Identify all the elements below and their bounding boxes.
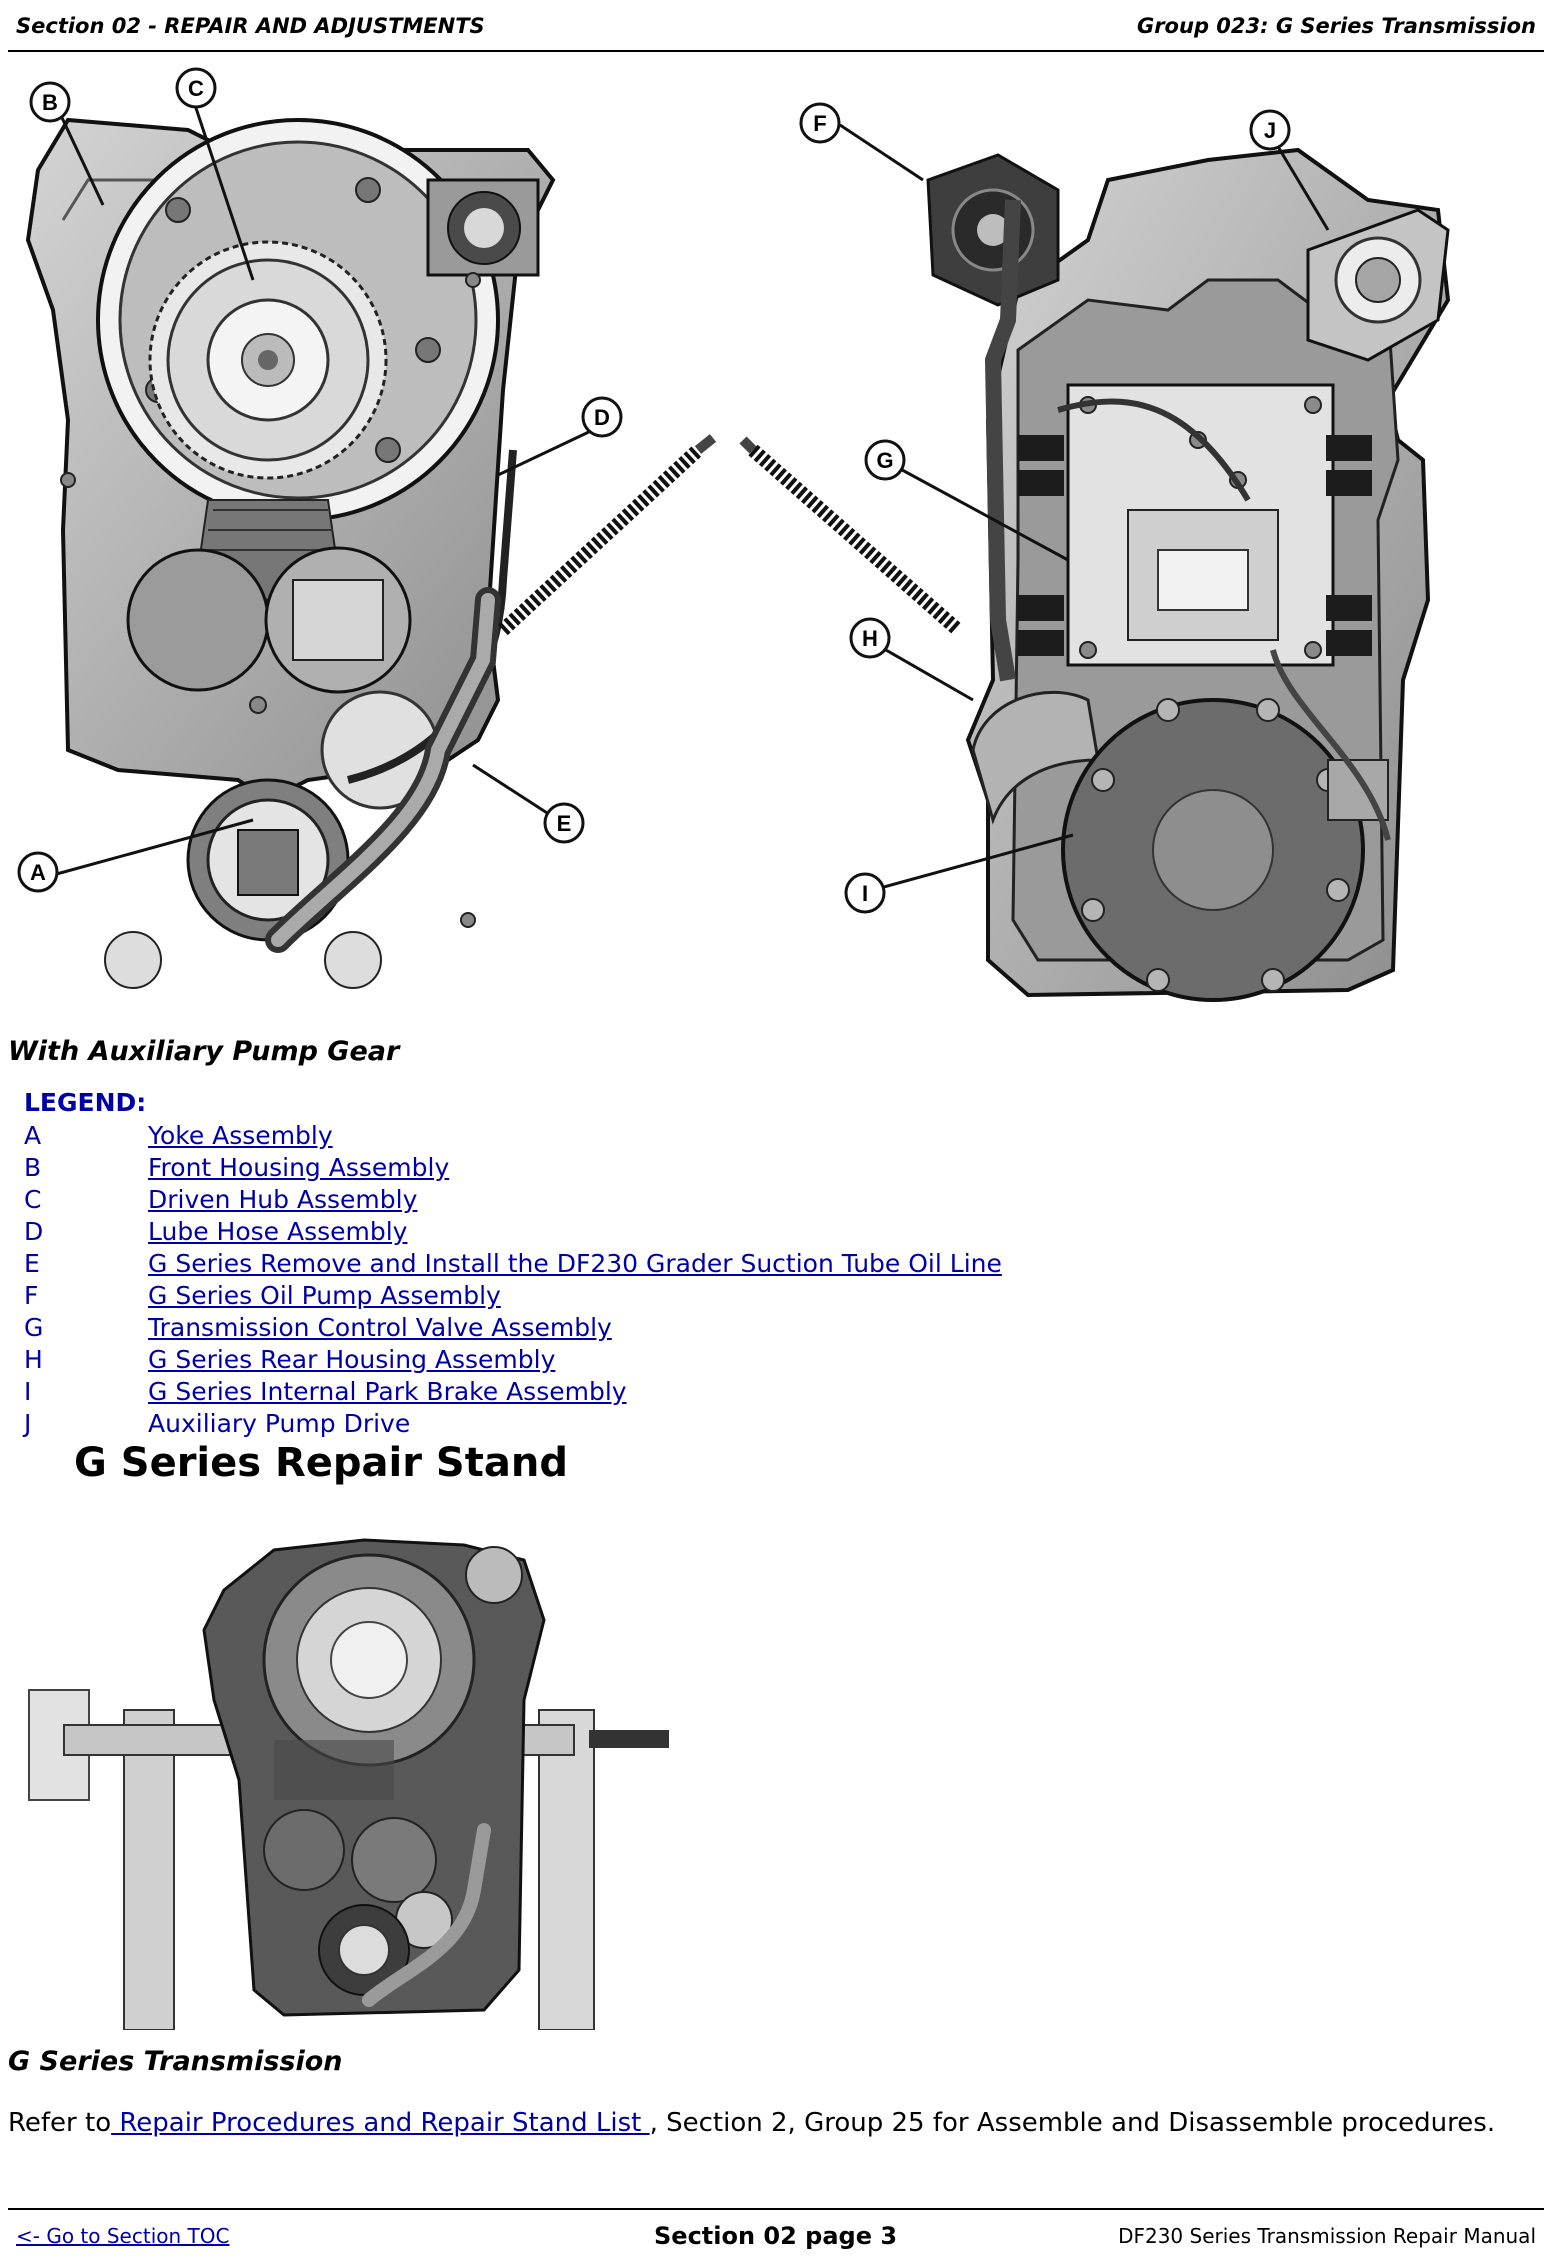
page-footer: <- Go to Section TOC Section 02 page 3 D…	[8, 2208, 1544, 2260]
repair-stand-photo	[24, 1530, 674, 2030]
svg-text:I: I	[862, 881, 868, 906]
section-heading: G Series Repair Stand	[74, 1440, 568, 1486]
legend-letter: E	[24, 1249, 40, 1278]
manual-title: DF230 Series Transmission Repair Manual	[1118, 2224, 1536, 2248]
legend-text-aux-pump-drive: Auxiliary Pump Drive	[148, 1409, 411, 1438]
front-housing-view	[25, 117, 556, 989]
legend-letter: H	[24, 1345, 43, 1374]
legend-letter: A	[24, 1121, 42, 1150]
legend-row-h: H G Series Rear Housing Assembly	[24, 1344, 555, 1376]
legend-link-suction-tube[interactable]: G Series Remove and Install the DF230 Gr…	[148, 1249, 1002, 1278]
legend-row-e: E G Series Remove and Install the DF230 …	[24, 1248, 1002, 1280]
legend-row-i: I G Series Internal Park Brake Assembly	[24, 1376, 627, 1408]
callout-d: D	[581, 396, 623, 438]
callout-h: H	[849, 617, 891, 659]
legend-letter: B	[24, 1153, 42, 1182]
legend-link-control-valve[interactable]: Transmission Control Valve Assembly	[148, 1313, 612, 1342]
svg-text:A: A	[30, 860, 46, 885]
svg-text:F: F	[813, 111, 826, 136]
legend-letter: I	[24, 1377, 32, 1406]
section-toc-link[interactable]: <- Go to Section TOC	[16, 2224, 230, 2248]
transmission-diagram: A B C D E F G H I J	[8, 60, 1538, 1010]
legend-link-driven-hub[interactable]: Driven Hub Assembly	[148, 1185, 418, 1214]
callout-i: I	[844, 872, 886, 914]
callout-circles: A B C D E F G H I J	[17, 67, 1291, 914]
header-group: Group 023: G Series Transmission	[1136, 14, 1536, 38]
page-header: Section 02 - REPAIR AND ADJUSTMENTS Grou…	[8, 8, 1544, 52]
legend-row-a: A Yoke Assembly	[24, 1120, 333, 1152]
callout-f: F	[799, 102, 841, 144]
refer-prefix: Refer to	[8, 2108, 112, 2138]
callout-a: A	[17, 851, 59, 893]
svg-text:E: E	[557, 811, 572, 836]
legend-link-park-brake[interactable]: G Series Internal Park Brake Assembly	[148, 1377, 627, 1406]
legend-link-rear-housing[interactable]: G Series Rear Housing Assembly	[148, 1345, 556, 1374]
refer-text: Refer to Repair Procedures and Repair St…	[8, 2108, 1495, 2138]
legend-row-j: J Auxiliary Pump Drive	[24, 1408, 410, 1440]
legend-link-front-housing[interactable]: Front Housing Assembly	[148, 1153, 450, 1182]
page-number: Section 02 page 3	[654, 2222, 898, 2250]
svg-text:D: D	[594, 405, 610, 430]
rear-housing-view	[926, 147, 1451, 1002]
callout-e: E	[543, 802, 585, 844]
legend-letter: C	[24, 1185, 42, 1214]
header-section: Section 02 - REPAIR AND ADJUSTMENTS	[16, 14, 485, 38]
legend-link-lube-hose[interactable]: Lube Hose Assembly	[148, 1217, 408, 1246]
figure-caption-aux-pump: With Auxiliary Pump Gear	[8, 1036, 400, 1067]
callout-j: J	[1249, 109, 1291, 151]
callout-c: C	[175, 67, 217, 109]
svg-text:C: C	[188, 76, 204, 101]
callout-g: G	[864, 439, 906, 481]
legend-row-g: G Transmission Control Valve Assembly	[24, 1312, 612, 1344]
legend-row-b: B Front Housing Assembly	[24, 1152, 449, 1184]
legend-link-oil-pump[interactable]: G Series Oil Pump Assembly	[148, 1281, 501, 1310]
legend-letter: G	[24, 1313, 44, 1342]
callout-leaders	[52, 104, 1330, 892]
legend-row-f: F G Series Oil Pump Assembly	[24, 1280, 501, 1312]
spring-hoses	[498, 434, 963, 636]
legend: LEGEND: A Yoke Assembly B Front Housing …	[24, 1086, 1002, 1440]
legend-row-d: D Lube Hose Assembly	[24, 1216, 407, 1248]
legend-letter: F	[24, 1281, 39, 1310]
refer-suffix: , Section 2, Group 25 for Assemble and D…	[649, 2108, 1496, 2138]
svg-text:B: B	[42, 90, 58, 115]
callout-b: B	[29, 81, 71, 123]
legend-letter: D	[24, 1217, 44, 1246]
repair-procedures-link[interactable]: Repair Procedures and Repair Stand List	[111, 2108, 650, 2138]
legend-letter: J	[24, 1409, 32, 1438]
figure-caption-g-series: G Series Transmission	[8, 2046, 343, 2077]
legend-title: LEGEND:	[24, 1088, 147, 1117]
svg-text:J: J	[1264, 118, 1276, 143]
legend-row-c: C Driven Hub Assembly	[24, 1184, 417, 1216]
svg-text:H: H	[862, 626, 878, 651]
svg-text:G: G	[876, 448, 893, 473]
legend-link-yoke-assembly[interactable]: Yoke Assembly	[148, 1121, 333, 1150]
